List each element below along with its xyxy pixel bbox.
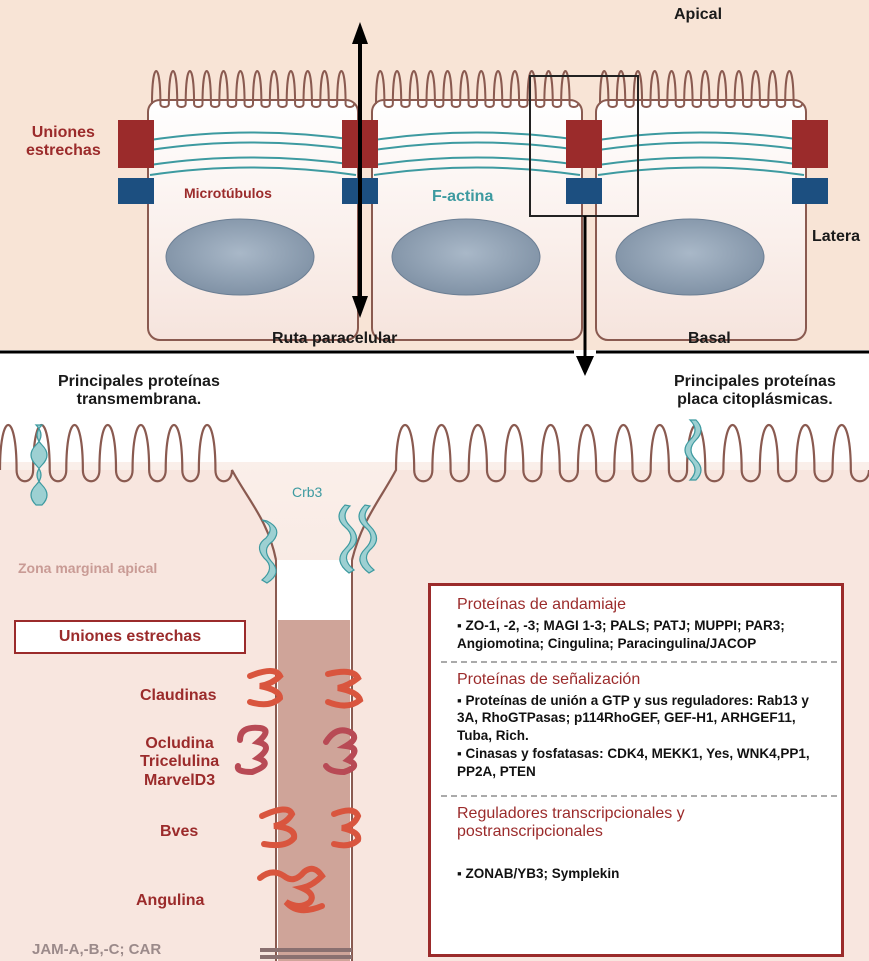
- bves-label: Bves: [160, 823, 198, 841]
- section-divider-1: [441, 661, 837, 663]
- tight-junctions-label-line-2: estrechas: [26, 142, 101, 160]
- tight-junctions-label: Uniones estrechas: [26, 124, 101, 161]
- crb3-label: Crb3: [292, 484, 322, 500]
- plaque-proteins-panel: Proteínas de andamiaje ▪ ZO-1, -2, -3; M…: [428, 583, 844, 957]
- lateral-label: Latera: [812, 228, 860, 246]
- transmembrane-title-line-2: transmembrana.: [58, 391, 220, 409]
- signaling-text-kinases: ▪ Cinasas y fosfatasas: CDK4, MEKK1, Yes…: [457, 745, 827, 781]
- section-divider-2: [441, 795, 837, 797]
- angulin-label: Angulina: [136, 892, 204, 910]
- tight-junctions-label-line-1: Uniones: [26, 124, 101, 142]
- jam-car-label: JAM-A,-B,-C; CAR: [32, 941, 161, 958]
- transcriptional-text: ▪ ZONAB/YB3; Symplekin: [457, 865, 827, 883]
- basal-label: Basal: [688, 330, 731, 348]
- paracellular-route-label: Ruta paracelular: [272, 330, 397, 348]
- scaffold-text: ▪ ZO-1, -2, -3; MAGI 1-3; PALS; PATJ; MU…: [457, 617, 827, 653]
- apical-label: Apical: [674, 6, 722, 24]
- claudins-label: Claudinas: [140, 687, 216, 705]
- transmembrane-title-line-1: Principales proteínas: [58, 373, 220, 391]
- signaling-text-gtp: ▪ Proteínas de unión a GTP y sus regulad…: [457, 692, 827, 745]
- occludin-group-label: Ocludina Tricelulina MarvelD3: [140, 735, 219, 790]
- plaque-title: Principales proteínas placa citoplásmica…: [674, 373, 836, 410]
- transcriptional-title: Reguladores transcripcionales y postrans…: [457, 805, 777, 841]
- microtubules-label: Microtúbulos: [184, 185, 272, 201]
- marveld3-label: MarvelD3: [140, 772, 219, 790]
- nuclei: [166, 219, 764, 295]
- transmembrane-title: Principales proteínas transmembrana.: [58, 373, 220, 410]
- plaque-title-line-1: Principales proteínas: [674, 373, 836, 391]
- occludin-label: Ocludina: [140, 735, 219, 753]
- signaling-title: Proteínas de señalización: [457, 671, 827, 689]
- plaque-title-line-2: placa citoplásmicas.: [674, 391, 836, 409]
- apical-marginal-zone-label: Zona marginal apical: [18, 560, 157, 576]
- f-actin-label: F-actina: [432, 188, 493, 206]
- tricellulin-label: Tricelulina: [140, 753, 219, 771]
- tight-junctions-box: Uniones estrechas: [14, 620, 246, 654]
- scaffold-title: Proteínas de andamiaje: [457, 596, 827, 614]
